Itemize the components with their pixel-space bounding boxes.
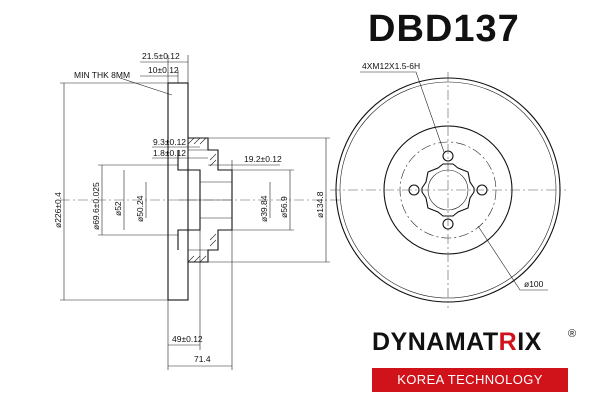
brand-tagline: KOREA TECHNOLOGY [372, 368, 568, 392]
hat-diameter-label: ø134.8 [315, 191, 325, 218]
offset-depth-label: 49±0.12 [172, 334, 203, 344]
pilot-bore-label: ø52 [113, 201, 123, 216]
pcd-label: ø100 [524, 279, 544, 289]
min-thickness-label: MIN THK 8MM [74, 70, 130, 80]
brand-name-accent: R [498, 328, 518, 356]
min-thickness-leader [119, 77, 173, 96]
registered-mark: ® [568, 328, 577, 340]
hat-thickness-label: 10±0.12 [148, 65, 179, 75]
bore-b-label: ø39.84 [259, 195, 269, 222]
bore-c-label: ø56.9 [279, 196, 289, 218]
front-view [330, 71, 566, 308]
lip-lower-label: 1.8±0.12 [153, 148, 186, 158]
side-dimensions [60, 55, 330, 370]
width-total-label: 21.5±0.12 [142, 51, 180, 61]
bore-a-label: ø50.24 [135, 195, 145, 222]
brand-name-right: IX [517, 328, 542, 356]
brand-name-left: DYNAMAT [372, 328, 499, 356]
brand-logo: DYNAMATRIX ® KOREA TECHNOLOGY [372, 328, 578, 394]
overall-height-label: 71.4 [194, 354, 211, 364]
bolt-holes-label: 4XM12X1.5-6H [362, 61, 420, 71]
bolt-hole-leader [360, 71, 445, 153]
hub-depth-label: 19.2±0.12 [244, 154, 282, 164]
outer-diameter-label: ø226±0.4 [53, 192, 63, 228]
disc-ring [167, 82, 189, 301]
lip-upper-label: 9.3±0.12 [153, 137, 186, 147]
pcd-leader [477, 225, 548, 291]
center-bore-label: ø69.6±0.025 [91, 182, 101, 230]
part-code-title: DBD137 [368, 8, 520, 50]
center-bore-outline [421, 163, 475, 217]
brand-name: DYNAMATRIX [372, 328, 578, 364]
